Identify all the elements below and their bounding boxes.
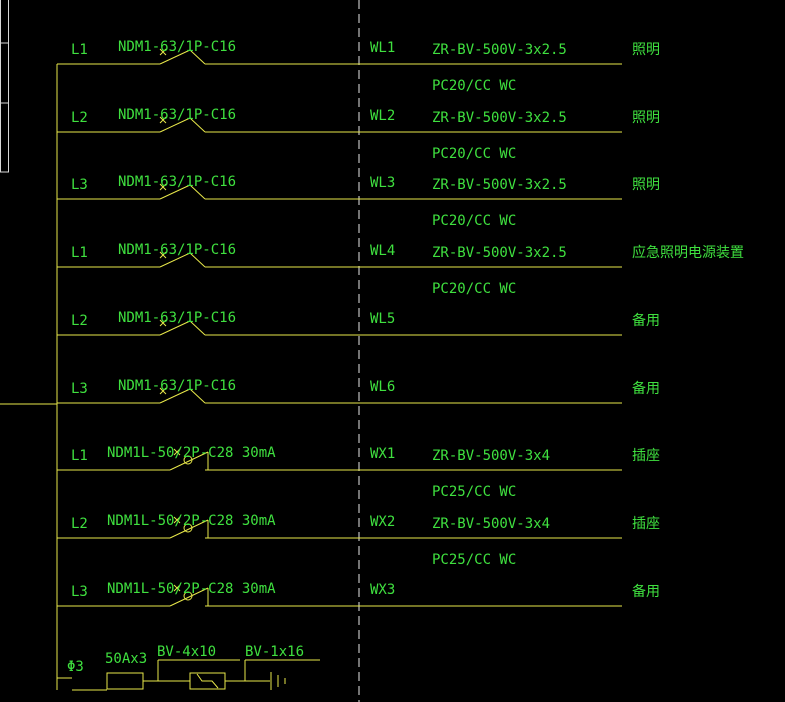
conduit-label: PC20/CC WC: [432, 78, 516, 94]
circuit-id-label: WX3: [370, 582, 395, 598]
breaker-label: NDM1-63/1P-C16: [118, 39, 236, 55]
rcd-breaker-symbol: [160, 516, 215, 539]
phase-label: L2: [71, 516, 88, 532]
circuit-row: L1 NDM1-63/1P-C16 WL1 ZR-BV-500V-3x2.5PC20/…: [57, 39, 660, 94]
purpose-label: 备用: [632, 583, 660, 600]
breaker-label: NDM1-63/1P-C16: [118, 174, 236, 190]
circuit-id-label: WX2: [370, 514, 395, 530]
phase-label: L1: [71, 42, 88, 58]
cable-label: ZR-BV-500V-3x4: [432, 516, 550, 532]
breaker-symbol: [159, 387, 206, 404]
phase-label: L3: [71, 177, 88, 193]
busbar: [0, 64, 58, 678]
circuit-row: L3 NDM1-63/1P-C16 WL6 备用: [57, 378, 660, 404]
purpose-label: 插座: [632, 516, 660, 532]
spd-fuse-label: 50Ax3: [105, 651, 147, 667]
breaker-label: NDM1L-50/2P-C28 30mA: [107, 445, 276, 461]
fuse-symbol: [106, 672, 144, 690]
conduit-label: PC20/CC WC: [432, 146, 516, 162]
phase-label: L3: [71, 381, 88, 397]
breaker-label: NDM1-63/1P-C16: [118, 378, 236, 394]
cable-label: ZR-BV-500V-3x2.5: [432, 42, 567, 58]
cable-label: ZR-BV-500V-3x2.5: [432, 245, 567, 261]
spd-branch: Φ3 50Ax3 BV-4x10 BV-1x16: [56, 644, 320, 691]
breaker-symbol: [159, 251, 206, 268]
breaker-symbol: [159, 48, 206, 65]
circuit-id-label: WX1: [370, 446, 395, 462]
conduit-label: PC20/CC WC: [432, 213, 516, 229]
breaker-label: NDM1-63/1P-C16: [118, 107, 236, 123]
circuit-row: L3 NDM1-63/1P-C16 WL3 ZR-BV-500V-3x2.5PC20/…: [57, 174, 660, 229]
circuit-id-label: WL5: [370, 311, 395, 327]
circuit-id-label: WL1: [370, 40, 395, 56]
purpose-label: 备用: [632, 380, 660, 397]
purpose-label: 备用: [632, 312, 660, 329]
spd-phase-label: Φ3: [67, 659, 84, 675]
breaker-label: NDM1L-50/2P-C28 30mA: [107, 581, 276, 597]
circuit-id-label: WL2: [370, 108, 395, 124]
cable-label: ZR-BV-500V-3x2.5: [432, 110, 567, 126]
breaker-label: NDM1-63/1P-C16: [118, 242, 236, 258]
purpose-label: 照明: [632, 42, 660, 58]
circuit-row: L2 NDM1-63/1P-C16 WL2 ZR-BV-500V-3x2.5PC20/…: [57, 107, 660, 162]
ground-symbol: [270, 672, 286, 690]
circuit-row: L1 NDM1L-50/2P-C28 30mA WX1 ZR-BV-500V-3x4P…: [57, 445, 660, 500]
purpose-label: 照明: [632, 177, 660, 193]
circuit-id-label: WL3: [370, 175, 395, 191]
conduit-label: PC20/CC WC: [432, 281, 516, 297]
spd-cable2-label: BV-1x16: [245, 644, 304, 660]
conduit-label: PC25/CC WC: [432, 552, 516, 568]
rcd-breaker-symbol: [160, 584, 215, 607]
circuit-id-label: WL4: [370, 243, 395, 259]
purpose-label: 应急照明电源装置: [632, 244, 744, 261]
phase-label: L2: [71, 110, 88, 126]
breaker-label: NDM1-63/1P-C16: [118, 310, 236, 326]
circuit-row: L2 NDM1-63/1P-C16 WL5 备用: [57, 310, 660, 336]
circuit-row: L2 NDM1L-50/2P-C28 30mA WX2 ZR-BV-500V-3x4P…: [57, 513, 660, 568]
cable-label: ZR-BV-500V-3x2.5: [432, 177, 567, 193]
purpose-label: 插座: [632, 448, 660, 464]
phase-label: L3: [71, 584, 88, 600]
breaker-label: NDM1L-50/2P-C28 30mA: [107, 513, 276, 529]
breaker-symbol: [159, 116, 206, 133]
rcd-breaker-symbol: [160, 448, 215, 471]
circuit-row: L3 NDM1L-50/2P-C28 30mA WX3 备用: [57, 581, 660, 607]
left-frame: [0, 0, 9, 173]
circuit-id-label: WL6: [370, 379, 395, 395]
phase-label: L2: [71, 313, 88, 329]
circuit-row: L1 NDM1-63/1P-C16 WL4 ZR-BV-500V-3x2.5PC20/…: [57, 242, 744, 297]
breaker-symbol: [159, 183, 206, 200]
phase-label: L1: [71, 448, 88, 464]
conduit-label: PC25/CC WC: [432, 484, 516, 500]
phase-label: L1: [71, 245, 88, 261]
breaker-symbol: [159, 319, 206, 336]
spd-cable1-label: BV-4x10: [157, 644, 216, 660]
purpose-label: 照明: [632, 110, 660, 126]
cable-label: ZR-BV-500V-3x4: [432, 448, 550, 464]
